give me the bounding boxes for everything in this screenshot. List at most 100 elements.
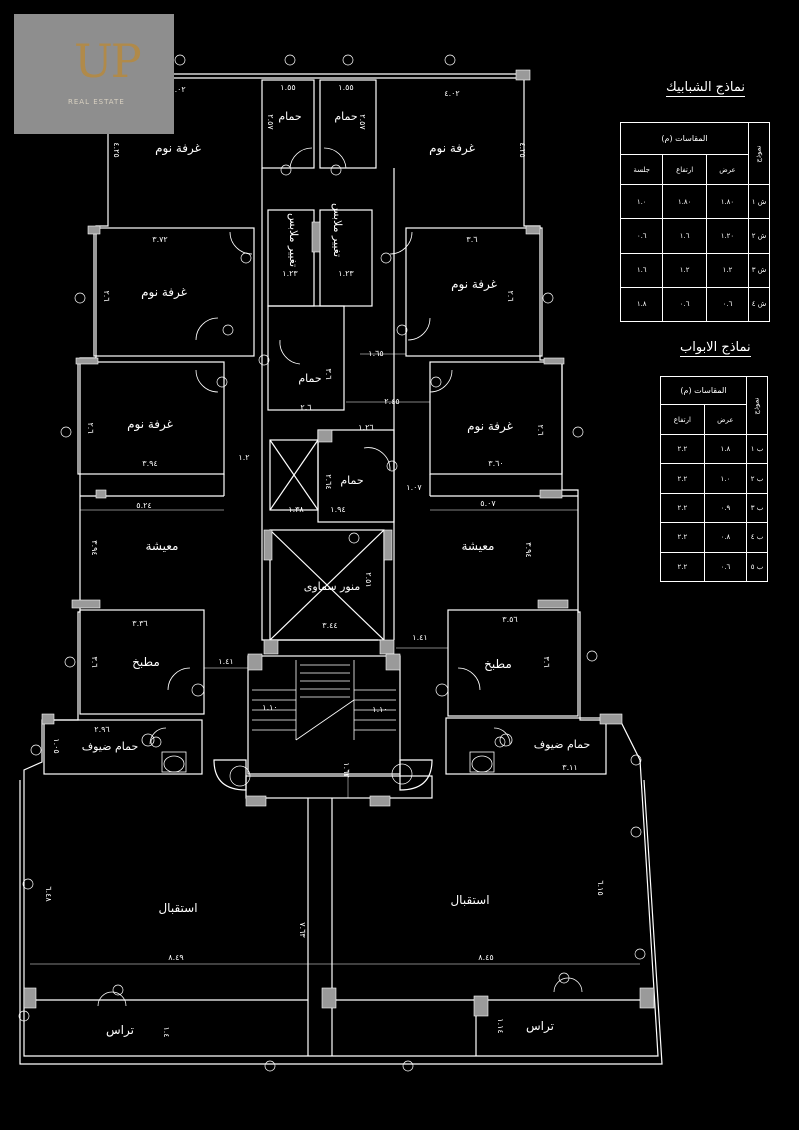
cell: ب ١ [746,433,768,465]
dim: ١.١٠ [262,703,277,712]
room-bath-2: حمام [334,110,357,123]
cell: ٢.٢ [660,522,705,553]
room-bedroom-6: غرفة نوم [467,419,513,434]
dim: ٣.٣٦ [132,619,147,628]
cell: ب ٢ [746,463,768,494]
columns [23,69,655,1017]
doors-dims-header: المقاسات (م) [660,376,747,405]
doors [97,147,583,1007]
room-guest-bath-2: حمام ضيوف [534,738,591,751]
walls [19,73,663,1065]
tag-circles [18,54,646,1072]
dim: ١.٥٥ [280,83,295,92]
room-reception-2: استقبال [450,893,489,907]
dim: ١.٤١ [412,633,427,642]
cell: ٢.٢ [660,463,705,494]
dim: ٣.٩٤ [524,542,533,557]
room-terrace-2: تراس [526,1019,554,1034]
windows-schedule-title: نماذج الشبابيك [666,80,745,97]
cell: ش ٤ [748,286,770,323]
dim: ٣.٦ [466,235,477,244]
dim: ٦.١٥ [596,880,605,895]
dim: ١.٢٦ [358,423,373,432]
room-bedroom-3: غرفة نوم [141,285,187,300]
dim: ١.٠٥ [52,738,61,753]
windows-col-width: عرض [705,154,750,185]
dim: ٢.٥١ [364,572,373,587]
cell: ٠.٦ [619,218,664,254]
cell: ٠.٨ [703,522,748,553]
dim: ١.١٠ [372,705,387,714]
dim: ٢.٦ [506,290,515,301]
cell: ٢.٢ [660,492,705,524]
dim: ٧.٦٣ [298,922,307,938]
dim: ٣.٤٤ [322,621,337,630]
dim: ٣.٩٤ [142,459,157,468]
dim: ٢.٥٧ [266,114,275,130]
dim: ١.٣٨ [288,505,304,514]
dim: ١.١٤ [496,1018,505,1033]
windows-col-sill: جلسة [619,154,664,185]
cell: ١.٢٠ [705,218,750,254]
cell: ٢.٢ [660,551,705,583]
dim: ٢.٦ [300,403,311,412]
dim: ٣.٦ [542,656,551,667]
dim: ٣.٦٠ [488,459,503,468]
cell: ش ٢ [748,218,770,254]
room-dressing-2: تغيير ملابس [331,203,344,257]
cell: ١.٢ [705,252,750,288]
room-bath-1: حمام [278,110,301,123]
cell: ٠.٦ [662,286,707,323]
cell: ١.٢ [662,252,707,288]
dim: ١.٦٥ [368,349,383,358]
dim: ١.٩٤ [330,505,345,514]
cell: ب ٤ [746,522,768,553]
dim: ٤.٢٥ [112,142,121,157]
doors-schedule-title: نماذج الابواب [680,340,751,357]
logo: UP REAL ESTATE [14,14,174,134]
doors-col-width: عرض [703,404,748,435]
room-reception-1: استقبال [158,901,197,915]
cell: ١.٨٠ [705,183,750,220]
dim: ٨.٤٩ [168,953,183,962]
logo-subtitle: REAL ESTATE [68,98,125,106]
cell: ١.٦ [662,218,707,254]
room-bath-3: حمام [298,372,321,385]
dim: ٣.٥٦ [502,615,517,624]
logo-mark: UP [74,34,142,88]
cell: ٠.٦ [705,286,750,323]
room-bedroom-4: غرفة نوم [451,277,497,292]
room-dressing-1: تغيير ملابس [287,213,300,267]
cell: ب ٥ [746,551,768,583]
cell: ١.٨ [703,433,748,465]
room-kitchen-2: مطبخ [484,657,512,671]
dim: ١.٠٧ [406,483,422,492]
dim: ٥.٢٤ [136,501,151,510]
windows-dims-header: المقاسات (م) [620,122,749,155]
room-lightwell: منور سماوى [304,580,361,593]
cell: ١.٨ [619,286,664,323]
cell: ١.٨٠ [662,183,707,220]
windows-schedule-table: المقاسات (م) نموذج جلسة ارتفاع عرض ١.٠ ١… [619,122,770,323]
room-guest-bath-1: حمام ضيوف [82,740,139,753]
room-terrace-1: تراس [106,1023,134,1038]
room-bedroom-1: غرفة نوم [155,141,201,156]
dim: ٤.٠٢ [444,89,459,98]
dim: ٣.١١ [562,763,577,772]
dimension-lines [30,353,640,965]
dim: ١.٦٢ [342,762,351,777]
dim: ٣.٦ [90,656,99,667]
dim: ٣.٦ [324,368,333,379]
doors-type-header: نموذج [753,396,761,415]
dim: ٢.٦ [536,424,545,435]
fixtures [141,733,513,773]
cell: ش ٣ [748,252,770,288]
dim: ٣.٧٢ [152,235,167,244]
dim: ٣.٩٤ [90,540,99,555]
dim: ٨.٤٥ [478,953,493,962]
room-bath-4: حمام [340,474,363,487]
dim: ١.٢٣ [338,269,354,278]
dim: ٢.٥٧ [358,114,367,130]
cell: ش ١ [748,183,770,220]
room-living-2: معيشة [462,539,495,553]
